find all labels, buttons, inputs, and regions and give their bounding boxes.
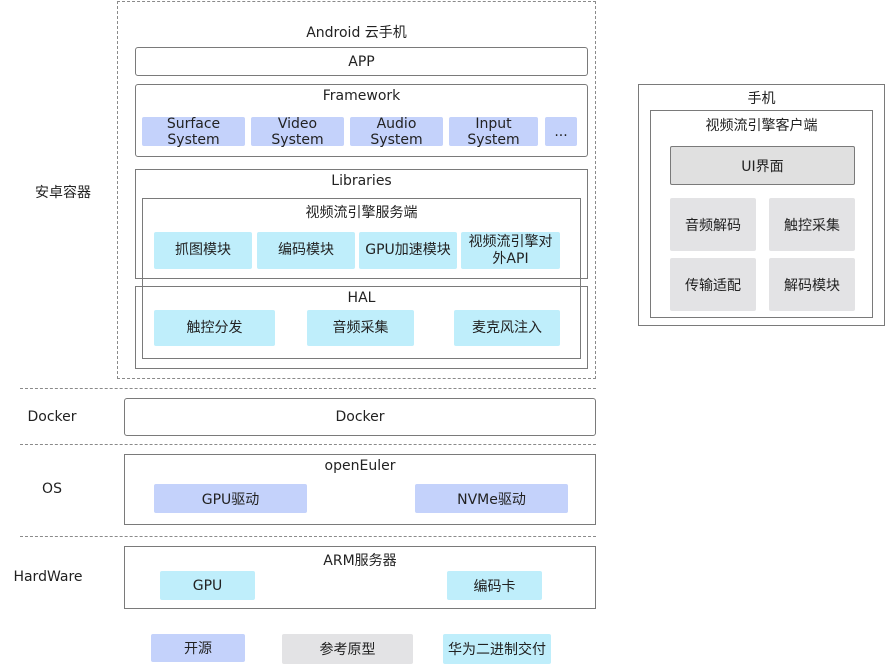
layer-label-os: OS [42,481,62,497]
layer-label-docker: Docker [27,409,77,425]
hardware-item-encoder-card: 编码卡 [447,571,542,600]
hal-item-microphone-injection: 麦克风注入 [454,310,560,346]
hardware-title: ARM服务器 [323,553,397,569]
server-item-capture-module: 抓图模块 [154,232,252,269]
hal-item-touch-dispatch: 触控分发 [154,310,275,346]
hal-item-audio-capture: 音频采集 [307,310,414,346]
separator-container-docker [20,388,596,389]
framework-item-more: ... [545,117,577,146]
framework-item-video-system: Video System [251,116,344,148]
layer-label-android-container: 安卓容器 [35,185,91,201]
framework-item-surface-system: Surface System [142,116,245,148]
os-title: openEuler [324,458,396,474]
client-item-audio-decode: 音频解码 [670,198,756,251]
client-item-transport-adaptation: 传输适配 [670,258,756,311]
server-item-external-api: 视频流引擎对外API [461,232,560,269]
video-stream-engine-client-title: 视频流引擎客户端 [705,118,818,134]
separator-docker-os [20,444,596,445]
phone-title: 手机 [747,91,776,107]
app-layer: APP [135,47,588,76]
client-ui-interface: UI界面 [670,146,855,185]
android-cloud-phone-title: Android 云手机 [306,25,407,41]
hal-title: HAL [347,290,376,306]
legend-huawei-binary-delivery: 华为二进制交付 [443,634,551,664]
server-item-gpu-acceleration: GPU加速模块 [359,232,457,269]
client-item-decode-module: 解码模块 [769,258,855,311]
framework-title: Framework [322,88,401,104]
android-cloud-phone-container: Android 云手机 [117,1,596,379]
server-item-encode-module: 编码模块 [257,232,355,269]
framework-item-input-system: Input System [449,116,538,148]
video-stream-engine-server: 视频流引擎服务端 [142,198,581,359]
legend-open-source: 开源 [151,634,245,662]
layer-label-hardware: HardWare [13,569,83,585]
docker-layer: Docker [124,398,596,436]
os-item-nvme-driver: NVMe驱动 [415,484,568,513]
framework-item-audio-system: Audio System [350,116,443,148]
client-item-touch-capture: 触控采集 [769,198,855,251]
separator-os-hardware [20,536,596,537]
os-item-gpu-driver: GPU驱动 [154,484,307,513]
libraries-title: Libraries [331,173,392,189]
hal-top-edge [142,286,581,287]
legend-reference-prototype: 参考原型 [282,634,413,664]
video-stream-engine-server-title: 视频流引擎服务端 [305,205,418,221]
hardware-item-gpu: GPU [160,571,255,600]
